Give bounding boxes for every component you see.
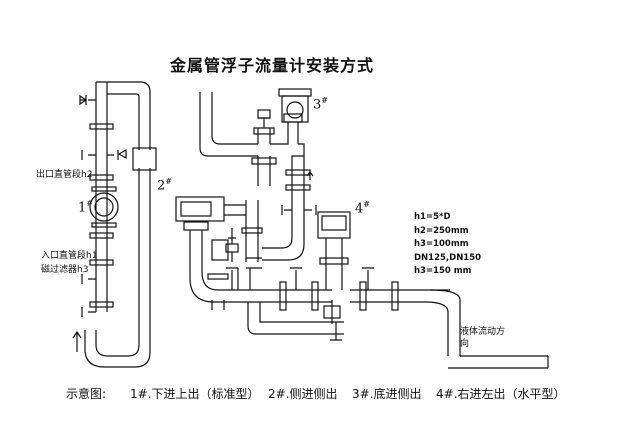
spec-list: h1=5*D h2=250mm h3=100mm DN125,DN150 h3=… [414, 211, 481, 279]
spec-h2: h2=250mm [414, 225, 469, 236]
outlet-straight-pipe-label: 出口直管段h2 [36, 170, 93, 180]
pipe-1-top [96, 81, 151, 150]
spec-h1: h1=5*D [414, 212, 451, 222]
pipe-2-left [189, 230, 240, 303]
magnetic-filter-label: 磁过滤器h3 [41, 265, 89, 275]
pipe-bottom-bot [240, 301, 449, 356]
legend-item-2: 2#.侧进侧出 [268, 387, 338, 401]
pipe-1-return [95, 168, 140, 357]
legend: 示意图: 1#.下进上出（标准型） 2#.侧进侧出 3#.底进侧出 4#.右进左… [0, 385, 640, 405]
pipe-1-return-b [84, 168, 151, 368]
meter-4-body [317, 211, 351, 239]
flow-direction-label: 液体流动方 向 [460, 327, 506, 349]
spec-h3: h3=100mm [414, 239, 469, 249]
meter-1-dial [89, 192, 119, 222]
spec-h3-large: h3=150 mm [414, 266, 472, 276]
legend-heading: 示意图: [66, 387, 107, 401]
callout-2: 2# [157, 177, 172, 194]
inlet-straight-pipe-label: 入口直管段h1 [41, 251, 98, 261]
pipe-bottom-top [240, 289, 461, 356]
meter-2-body [175, 196, 225, 222]
page-title: 金属管浮子流量计安装方式 [170, 56, 375, 75]
legend-item-3: 3#.底进侧出 [352, 387, 422, 401]
callout-3: 3# [313, 96, 328, 113]
pipe-3-riser [257, 128, 271, 144]
spec-dn: DN125,DN150 [414, 252, 482, 263]
callout-1: 1# [78, 199, 93, 216]
pipe-1-top-inner [107, 93, 140, 150]
legend-item-1: 1#.下进上出（标准型） [130, 387, 260, 401]
pipe-3-left [199, 92, 258, 157]
legend-item-4: 4#.右进左出（水平型） [436, 387, 566, 401]
callout-4: 4# [355, 200, 370, 217]
